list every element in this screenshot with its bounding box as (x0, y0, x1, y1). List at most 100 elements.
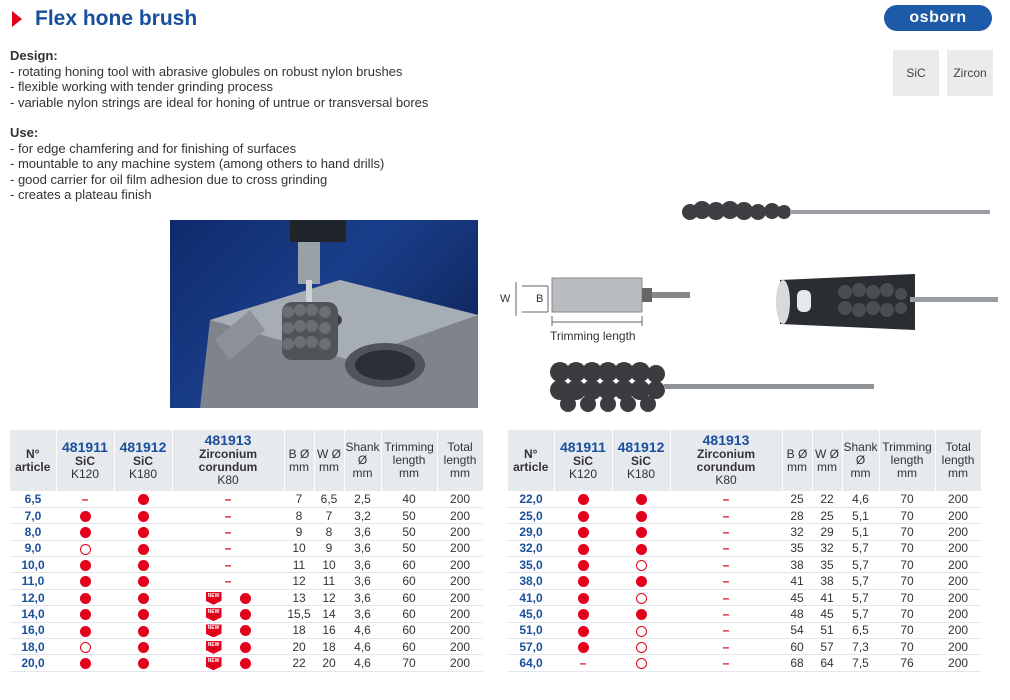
total-cell: 200 (935, 491, 982, 508)
article-cell: 10,0 (10, 556, 56, 574)
col-481911-cell (554, 507, 612, 525)
col-481912-cell (114, 654, 172, 672)
col-481911-cell (56, 622, 114, 640)
col-481913-cell: NEW (172, 622, 284, 640)
col-481912-cell (114, 556, 172, 574)
k120-on-request-icon (79, 543, 91, 555)
col-481913-cell: – (670, 589, 782, 607)
col-481911-cell (554, 638, 612, 656)
shank-cell: 5,7 (842, 556, 880, 574)
use-heading: Use: (10, 125, 39, 140)
shank-cell: 6,5 (842, 622, 880, 640)
diagram-trimming-label: Trimming length (550, 329, 636, 343)
k80-unavailable-icon: – (224, 574, 232, 589)
brush-image-large (550, 362, 874, 412)
w-cell: 29 (812, 523, 842, 541)
use-line: - good carrier for oil film adhesion due… (10, 171, 328, 187)
total-cell: 200 (437, 605, 484, 623)
k180-available-icon (137, 642, 149, 654)
col-481912-cell (612, 507, 670, 525)
osborn-logo: osborn (884, 5, 992, 31)
col-481913-cell: – (670, 523, 782, 541)
total-cell: 200 (935, 556, 982, 574)
col-481912-cell (612, 556, 670, 574)
k80-unavailable-icon: – (722, 524, 730, 539)
b-cell: 48 (782, 605, 812, 623)
col-481911-cell (554, 572, 612, 590)
col-481911-cell (554, 622, 612, 640)
k80-unavailable-icon: – (224, 524, 232, 539)
page-title: Flex hone brush (35, 7, 198, 30)
col-481913-cell: – (670, 622, 782, 640)
b-cell: 22 (284, 654, 314, 672)
shank-cell: 3,6 (344, 572, 382, 590)
w-cell: 64 (812, 654, 842, 672)
b-cell: 68 (782, 654, 812, 672)
use-line: - creates a plateau finish (10, 187, 152, 202)
total-cell: 200 (437, 589, 484, 607)
b-cell: 13 (284, 589, 314, 607)
k120-unavailable-icon: – (579, 656, 587, 671)
design-line: - rotating honing tool with abrasive glo… (10, 63, 403, 79)
article-cell: 14,0 (10, 605, 56, 623)
trim-cell: 60 (381, 556, 438, 574)
b-cell: 32 (782, 523, 812, 541)
b-cell: 60 (782, 638, 812, 656)
trim-cell: 60 (381, 572, 438, 590)
w-cell: 22 (812, 491, 842, 508)
shank-cell: 5,1 (842, 523, 880, 541)
col-481913-cell: – (670, 507, 782, 525)
k180-available-icon (137, 510, 149, 522)
k120-available-icon (79, 510, 91, 522)
new-badge-icon: NEW (205, 657, 222, 671)
shank-cell: 3,6 (344, 605, 382, 623)
col-481911-cell (554, 523, 612, 541)
trim-cell: 70 (381, 654, 438, 672)
k80-unavailable-icon: – (722, 639, 730, 654)
k180-available-icon (137, 609, 149, 621)
col-481912-cell (114, 540, 172, 558)
article-cell: 35,0 (508, 556, 554, 574)
use-section: Use: - for edge chamfering and for finis… (10, 125, 384, 203)
shank-cell: 2,5 (344, 491, 382, 508)
trim-cell: 60 (381, 638, 438, 656)
total-cell: 200 (437, 622, 484, 640)
use-line: - mountable to any machine system (among… (10, 156, 385, 171)
col-481911-cell (554, 556, 612, 574)
col-481913-cell: NEW (172, 638, 284, 656)
k80-unavailable-icon: – (722, 656, 730, 671)
k180-on-request-icon (635, 642, 647, 654)
w-cell: 25 (812, 507, 842, 525)
b-cell: 45 (782, 589, 812, 607)
material-zircon-box: Zircon (947, 50, 993, 96)
trim-cell: 70 (879, 556, 936, 574)
trim-cell: 50 (381, 523, 438, 541)
k120-available-icon (577, 592, 589, 604)
k80-unavailable-icon: – (722, 557, 730, 572)
col-481913-cell: – (172, 572, 284, 590)
k180-available-icon (635, 527, 647, 539)
col-481913-cell: – (172, 540, 284, 558)
w-cell: 35 (812, 556, 842, 574)
b-cell: 8 (284, 507, 314, 525)
col-481911-cell (56, 540, 114, 558)
k80-available-icon (239, 658, 251, 670)
design-section: Design: - rotating honing tool with abra… (10, 48, 428, 110)
b-cell: 18 (284, 622, 314, 640)
w-cell: 14 (314, 605, 344, 623)
article-cell: 22,0 (508, 491, 554, 508)
